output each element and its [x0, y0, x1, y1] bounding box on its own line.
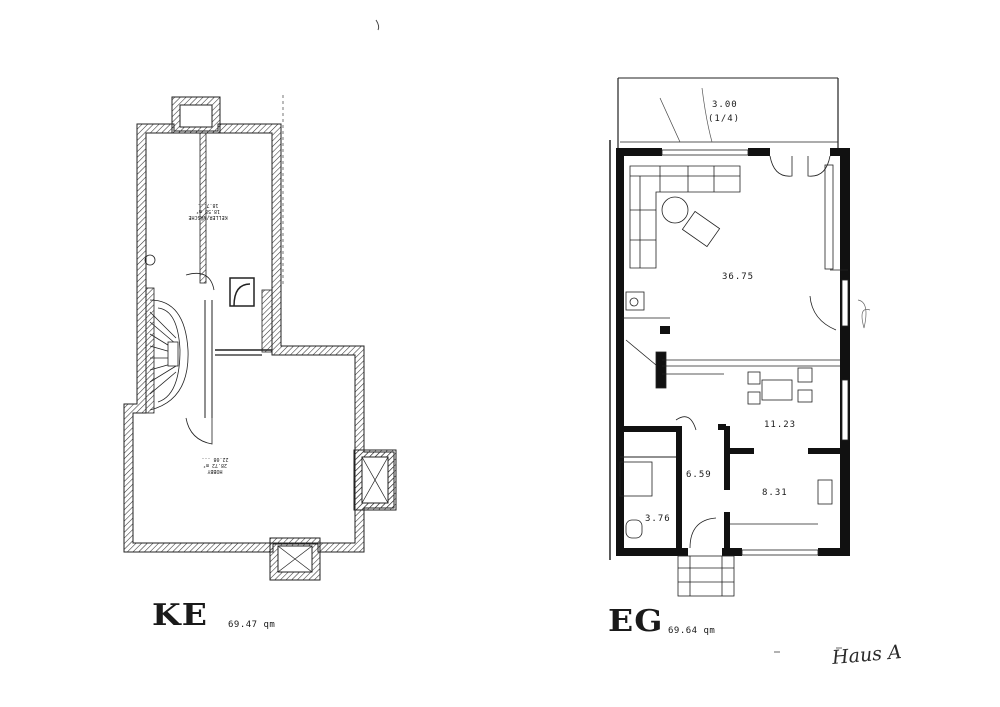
ke-room-keller-label: KELLER/WÄSCHE 18.58 m² 18.7... [188, 202, 228, 220]
eg-room-hall-area: 6.59 [686, 470, 712, 480]
eg-room-dining-area: 11.23 [764, 420, 797, 430]
eg-dimension-width: 3.00 [712, 100, 738, 110]
ke-room-hobby-label: HOBBY 28.72 m² 22.08 ... [201, 456, 229, 474]
ke-total-area: 69.47 qm [228, 620, 276, 630]
ke-plan-code: KE [152, 598, 209, 633]
eg-plan-code: EG [608, 604, 664, 639]
eg-dimension-ratio: (1/4) [708, 114, 741, 124]
eg-furniture [619, 164, 848, 539]
eg-room-wc-area: 3.76 [645, 514, 671, 524]
eg-plan [609, 77, 871, 597]
eg-room-living-area: 36.75 [722, 272, 755, 282]
eg-total-area: 69.64 qm [668, 626, 716, 636]
ke-plan [123, 95, 397, 581]
eg-entry-steps [677, 555, 735, 597]
eg-room-kitchen-area: 8.31 [762, 488, 788, 498]
ke-staircase [149, 299, 189, 411]
